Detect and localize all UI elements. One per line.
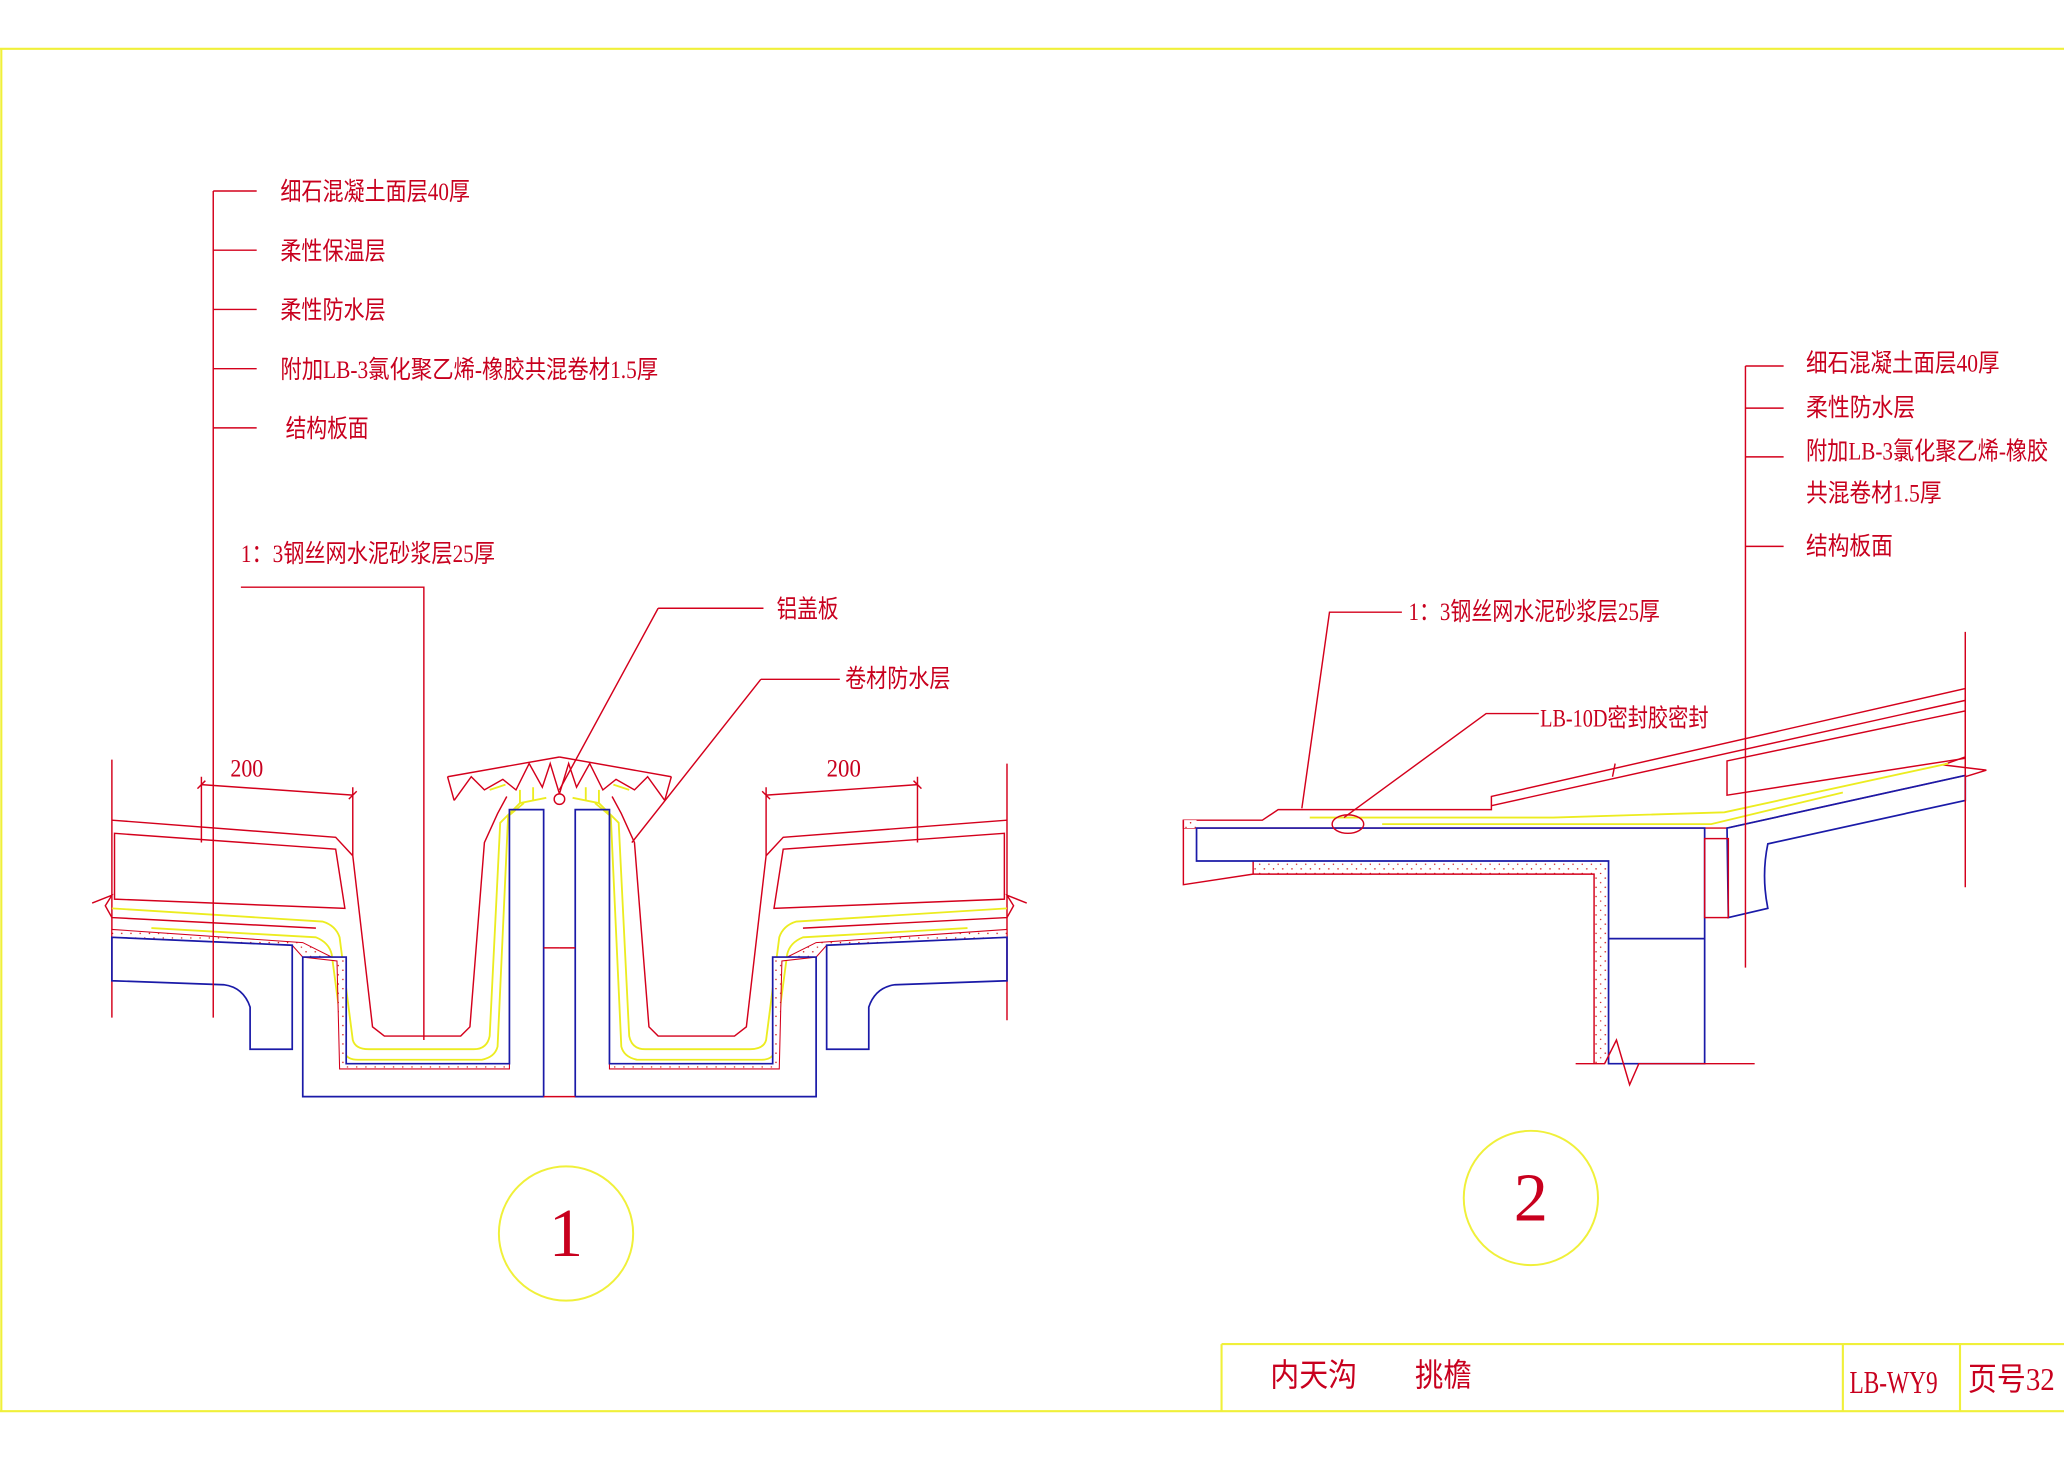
d2-layer-label: 细石混凝土面层40厚	[1806, 349, 2000, 377]
detail-1-annotations: 细石混凝土面层40厚 柔性保温层 柔性防水层 附加LB-3氯化聚乙烯-橡胶共混卷…	[212, 178, 950, 1302]
d1-dimension-right: 200	[827, 756, 861, 783]
detail-1-number: 1	[549, 1195, 583, 1271]
drain-bolt-icon	[553, 793, 566, 806]
title-block-page: 页号32	[1968, 1362, 2055, 1397]
detail-1-number-circle	[497, 1165, 635, 1302]
d2-layer-label: 柔性防水层	[1806, 394, 1915, 422]
sheet-frame	[0, 47, 2064, 1413]
d1-layer-label: 柔性防水层	[280, 297, 385, 325]
detail-1-left-half	[91, 756, 561, 1098]
d2-layer-label: 结构板面	[1806, 532, 1893, 560]
d2-layer-label: 附加LB-3氯化聚乙烯-橡胶	[1806, 437, 2048, 465]
d2-mortar-label: 1：3钢丝网水泥砂浆层25厚	[1408, 598, 1659, 626]
title-block-title-1: 内天沟	[1270, 1358, 1357, 1393]
d1-dimension-left: 200	[230, 756, 263, 783]
d1-mortar-label: 1：3钢丝网水泥砂浆层25厚	[241, 540, 495, 568]
detail-2-number-circle	[1462, 1129, 1600, 1267]
detail-2-annotations: 细石混凝土面层40厚 柔性防水层 附加LB-3氯化聚乙烯-橡胶 共混卷材1.5厚…	[1301, 349, 2048, 1267]
detail-2-eave	[1182, 631, 1987, 1087]
d2-layer-label: 共混卷材1.5厚	[1806, 480, 1942, 508]
detail-2-number: 2	[1514, 1159, 1548, 1235]
title-block: 内天沟 挑檐 LB-WY9 页号32	[1220, 1343, 2064, 1412]
title-block-code: LB-WY9	[1849, 1365, 1937, 1400]
d2-sealant-label: LB-10D密封胶密封	[1540, 705, 1708, 733]
d1-layer-label: 柔性保温层	[280, 237, 385, 265]
detail-1-inner-gutter	[91, 756, 1028, 1098]
d1-layer-label: 附加LB-3氯化聚乙烯-橡胶共混卷材1.5厚	[280, 356, 658, 384]
d1-cover-plate-label: 铝盖板	[777, 595, 839, 623]
detail-1-right-half	[558, 756, 1028, 1098]
d1-layer-label: 细石混凝土面层40厚	[280, 178, 470, 206]
d1-layer-label: 结构板面	[286, 415, 369, 443]
d1-membrane-label: 卷材防水层	[845, 665, 950, 693]
title-block-title-2: 挑檐	[1415, 1358, 1472, 1393]
